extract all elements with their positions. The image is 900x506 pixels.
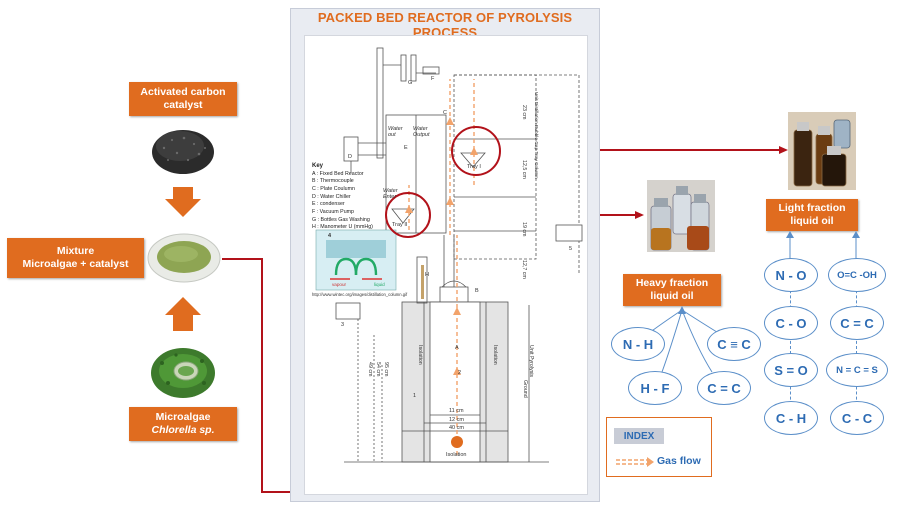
arrow-microalgae-to-mixture (165, 297, 201, 331)
light-bond-n-c-s: N = C = S (826, 353, 888, 387)
gas-flow-label: Gas flow (657, 455, 701, 467)
dim-95cm: 95 cm (383, 362, 389, 377)
circle-label-2: 2 (458, 370, 462, 376)
key-item: C : Plate Coulumn (312, 186, 355, 193)
dim-12-5cm: 12,5 cm (521, 160, 527, 179)
water-enter-label: Water Enter (383, 188, 398, 200)
isolation-right-label: Isolation (492, 345, 498, 365)
heavy-fraction-label-1: Heavy fraction (635, 276, 709, 289)
arrow-catalyst-to-mixture (165, 187, 201, 217)
unit-pyrolysis-label: Unit Pyrolysis (528, 345, 534, 378)
mixture-label-2: Microalgae + catalyst (22, 258, 129, 270)
letter-c: C (443, 110, 447, 116)
heavy-fraction-box: Heavy fraction liquid oil (623, 274, 721, 306)
light-fraction-label-2: liquid oil (790, 215, 834, 227)
light-bond-c-h: C - H (764, 401, 818, 435)
isolation-left-label: Isolation (417, 345, 423, 365)
tray2-label: Tray II (392, 222, 408, 228)
light-fraction-photo (788, 112, 856, 190)
tray1-label: Tray I (467, 164, 481, 170)
key-title: Key (312, 163, 324, 169)
microalgae-box: Microalgae Chlorella sp. (129, 407, 237, 441)
dim-54cm: 54 cm (375, 362, 381, 377)
key-item: B : Thermocouple (312, 178, 354, 185)
dim-19cm: 19 cm (521, 222, 527, 237)
microalgae-label-2: Chlorella sp. (151, 424, 215, 436)
letter-d: D (348, 154, 352, 160)
dim-11cm: 11 cm (449, 408, 464, 414)
key-item: A : Fixed Bed Reactor (312, 170, 364, 177)
key-item: F : Vacuum Pump (312, 209, 354, 216)
water-out-label: Water out (388, 126, 403, 138)
drawing-key: Key A : Fixed Bed Reactor B : Thermocoup… (312, 162, 373, 232)
dim-12cm: 12 cm (449, 417, 464, 423)
letter-f: F (431, 76, 435, 82)
circle-label-3: 3 (341, 322, 345, 328)
dim-12-7cm: 12,7 cm (521, 260, 527, 279)
condenser-url: http://www.wintec.org/images/distillatio… (312, 292, 408, 297)
distillation-unit-label: Unit Distillation Bubble Cap Tray Column (533, 92, 538, 179)
condenser-liquid-label: liquid (374, 282, 385, 287)
circle-label-4: 4 (328, 233, 332, 239)
key-item: G : Bottles Gas Washing (312, 216, 370, 223)
dim-40cm: 40 cm (449, 425, 464, 431)
light-bond-c-o: C - O (764, 306, 818, 340)
letter-g: G (408, 80, 413, 86)
heavy-fraction-label-2: liquid oil (650, 290, 694, 302)
light-column-right (856, 270, 857, 430)
letter-b: B (475, 288, 479, 294)
water-output-label: Water Output (413, 126, 430, 138)
tray2-arrowhead (635, 211, 644, 219)
index-legend (606, 417, 712, 477)
light-fraction-label-1: Light fraction (778, 201, 846, 214)
light-bond-connectors (786, 231, 860, 260)
reactor-schematic (315, 47, 583, 463)
heavy-bond-c-double-c: C = C (697, 371, 751, 405)
catalyst-photo (152, 130, 214, 174)
letter-h: H (425, 272, 429, 278)
activated-carbon-label-1: Activated carbon (140, 85, 226, 98)
light-column-left (790, 270, 791, 430)
light-bond-carboxyl: O=C -OH (828, 258, 886, 292)
heavy-bond-h-f: H - F (628, 371, 682, 405)
letter-e: E (404, 145, 408, 151)
heavy-bond-n-h: N - H (611, 327, 665, 361)
mixture-box: Mixture Microalgae + catalyst (7, 238, 144, 278)
microalgae-label-1: Microalgae (155, 410, 211, 423)
light-bond-n-o: N - O (764, 258, 818, 292)
light-bond-s-o: S = O (764, 353, 818, 387)
key-item: H : Manometer U (mmHg) (312, 224, 373, 231)
activated-carbon-box: Activated carbon catalyst (129, 82, 237, 116)
mixture-label-1: Mixture (56, 244, 95, 257)
activated-carbon-label-2: catalyst (163, 99, 203, 111)
light-fraction-box: Light fraction liquid oil (766, 199, 858, 231)
circle-label-1: 1 (413, 393, 417, 399)
heavy-fraction-photo (647, 180, 715, 252)
key-item: E : condenser (312, 201, 345, 208)
circle-label-5: 5 (569, 246, 573, 252)
dim-49cm: 49 cm (367, 362, 373, 377)
letter-a: A (455, 345, 459, 351)
tray1-arrowhead (779, 146, 788, 154)
index-title: INDEX (614, 428, 664, 444)
light-bond-c-double-c: C = C (830, 306, 884, 340)
heavy-bond-c-triple-c: C ≡ C (707, 327, 761, 361)
key-item: D : Water Chiller (312, 193, 351, 200)
dim-23cm: 23 cm (521, 105, 527, 120)
isolation-bottom-label: Isolation (446, 452, 467, 458)
gas-flow-arrow-icon (616, 457, 654, 467)
ground-label: Ground (522, 380, 528, 398)
microalgae-photo (151, 348, 215, 398)
mixture-dish-photo (147, 233, 221, 283)
condenser-vapour-label: vapour (332, 282, 347, 287)
light-bond-c-c: C - C (830, 401, 884, 435)
